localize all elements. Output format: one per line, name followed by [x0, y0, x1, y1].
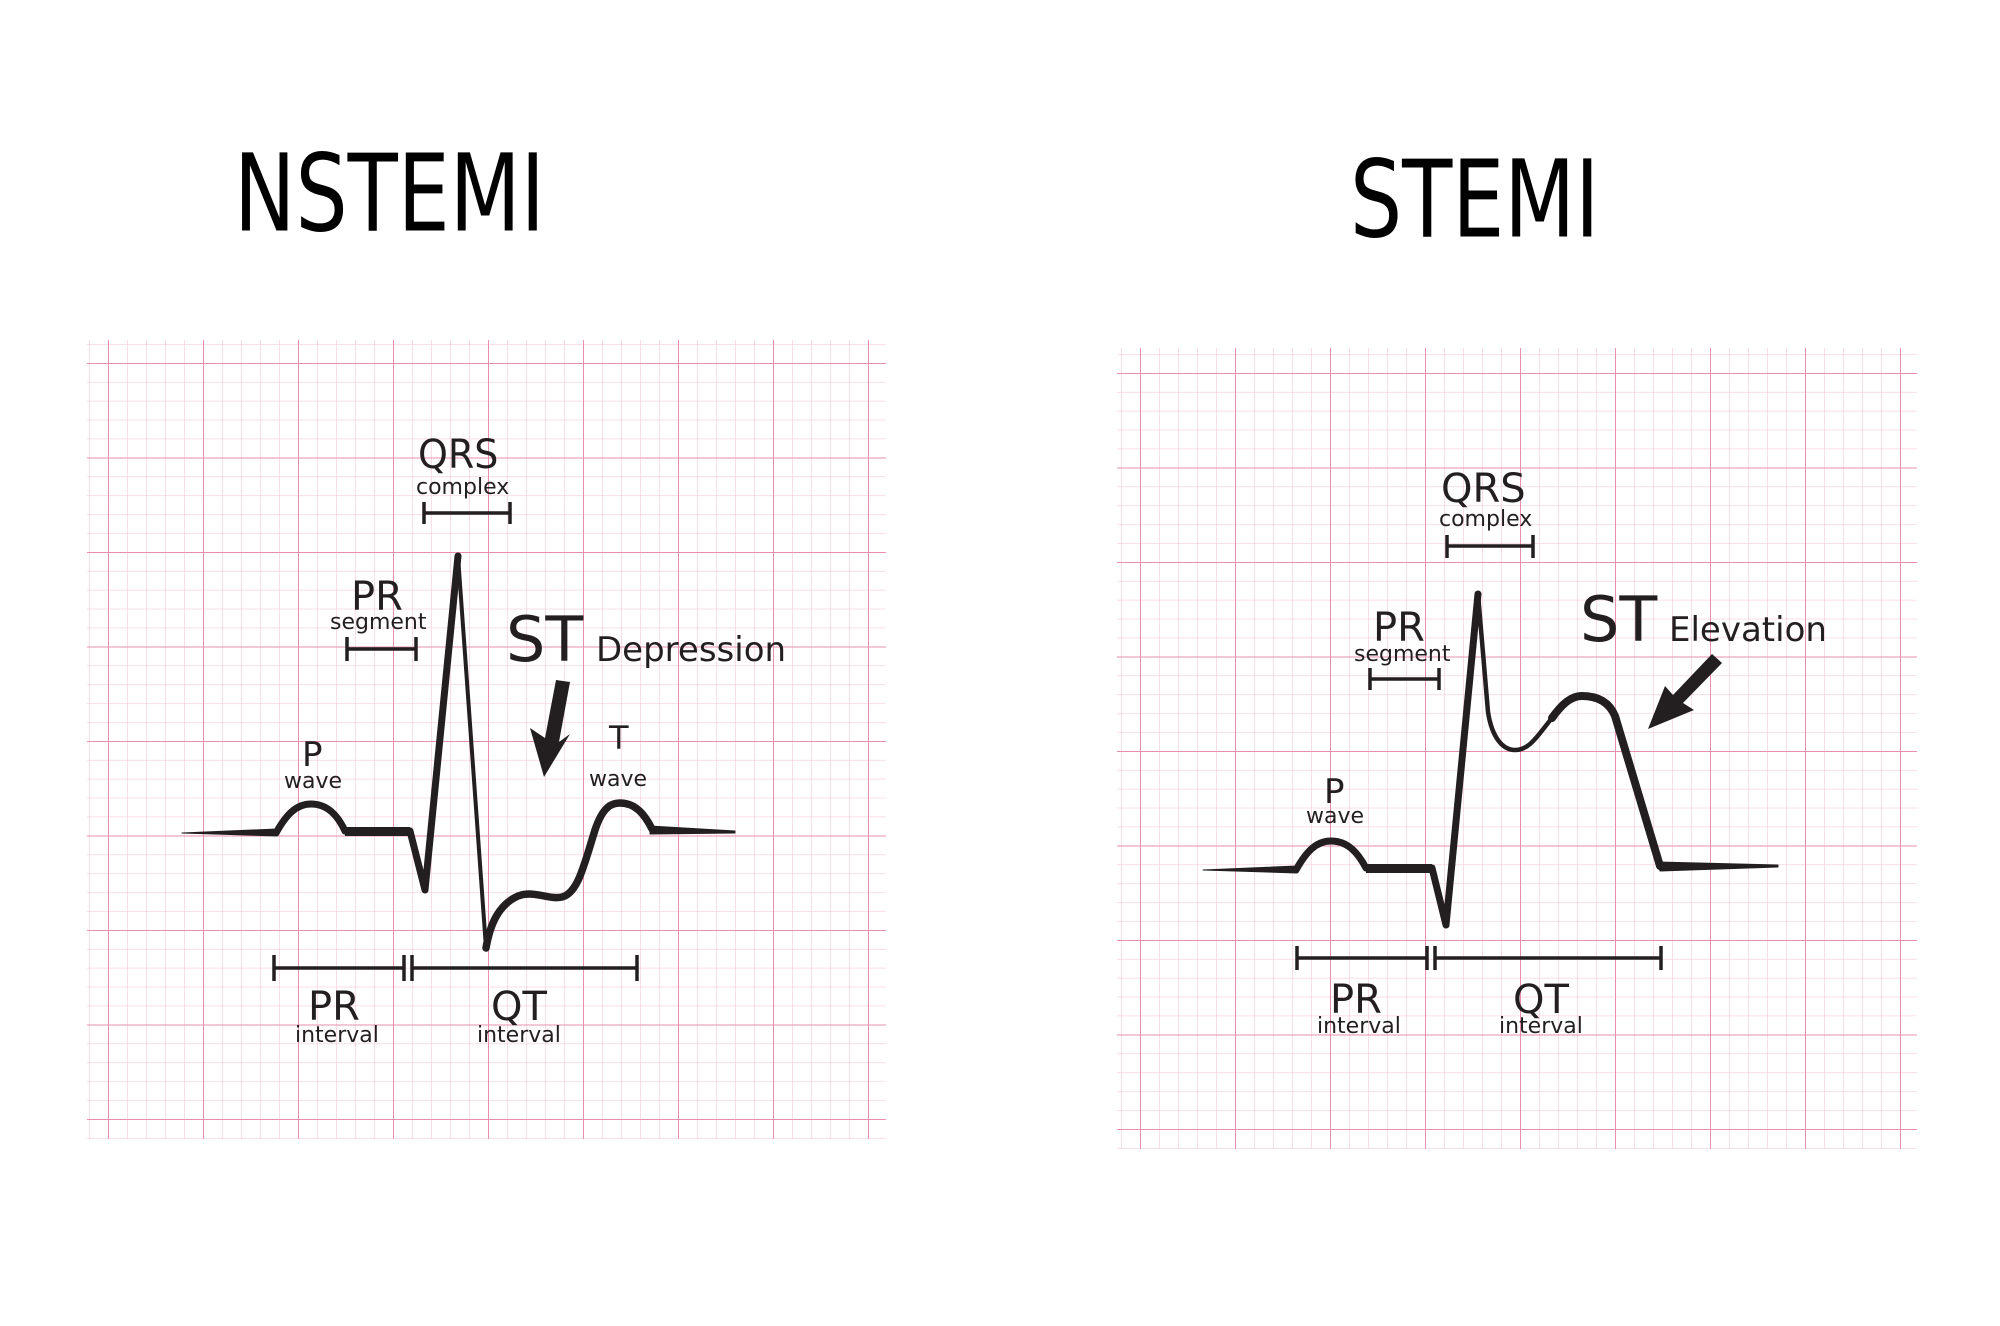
st-depression-annotation: ST Depression: [506, 603, 786, 777]
qt-interval-annotation: QT interval: [1433, 946, 1663, 1039]
pr-interval-sub-label: interval: [295, 1023, 379, 1048]
pr-interval-label: PR: [1330, 977, 1382, 1023]
pr-segment-annotation: PR segment: [1354, 605, 1451, 690]
down-left-arrow-icon: [1648, 654, 1722, 729]
pr-segment-bracket: [1368, 668, 1441, 690]
p-label: P: [302, 735, 323, 775]
nstemi-title: NSTEMI: [234, 130, 545, 257]
ecg-grid-paper: [87, 340, 886, 1139]
qrs-label: QRS: [1441, 466, 1526, 512]
p-wave-annotation: P wave: [1306, 772, 1364, 829]
pr-interval-sub-label: interval: [1317, 1014, 1401, 1039]
down-arrow-icon: [530, 680, 570, 777]
qrs-complex-annotation: QRS complex: [1439, 466, 1535, 558]
qrs-sub-label: complex: [416, 475, 509, 500]
qt-interval-label: QT: [1513, 977, 1569, 1023]
qt-interval-sub-label: interval: [1499, 1014, 1583, 1039]
st-label: ST: [506, 603, 584, 676]
p-wave-annotation: P wave: [284, 735, 342, 794]
pr-segment-label: PR: [1373, 605, 1425, 651]
qt-interval-label: QT: [491, 984, 547, 1030]
ecg-trace: [181, 552, 736, 952]
st-sub-label: Elevation: [1669, 610, 1827, 650]
qrs-sub-label: complex: [1439, 507, 1532, 532]
pr-interval-annotation: PR interval: [272, 955, 406, 1048]
pr-segment-annotation: PR segment: [330, 574, 427, 661]
qt-interval-annotation: QT interval: [410, 955, 639, 1048]
ecg-trace: [1202, 590, 1779, 929]
qrs-label: QRS: [418, 432, 498, 478]
pr-segment-bracket: [345, 637, 418, 661]
stemi-panel: QRS complex PR segment ST El: [1117, 348, 1917, 1149]
st-sub-label: Depression: [596, 630, 786, 670]
qt-interval-sub-label: interval: [477, 1023, 561, 1048]
pr-segment-label: PR: [351, 574, 403, 620]
nstemi-panel: QRS complex PR segment ST De: [87, 340, 886, 1139]
p-sub-label: wave: [1306, 804, 1364, 829]
p-sub-label: wave: [284, 769, 342, 794]
pr-interval-annotation: PR interval: [1295, 946, 1429, 1039]
st-elevation-annotation: ST Elevation: [1580, 583, 1827, 729]
stemi-title: STEMI: [1350, 136, 1600, 263]
pr-segment-sub-label: segment: [1354, 642, 1451, 667]
t-wave-annotation: T wave: [589, 719, 647, 792]
qrs-bracket: [422, 502, 512, 524]
t-sub-label: wave: [589, 767, 647, 792]
qrs-complex-annotation: QRS complex: [416, 432, 512, 524]
st-label: ST: [1580, 583, 1658, 656]
qrs-bracket: [1445, 535, 1535, 558]
t-label: T: [608, 719, 629, 757]
pr-interval-label: PR: [308, 984, 360, 1030]
p-label: P: [1324, 772, 1345, 812]
pr-segment-sub-label: segment: [330, 610, 427, 635]
